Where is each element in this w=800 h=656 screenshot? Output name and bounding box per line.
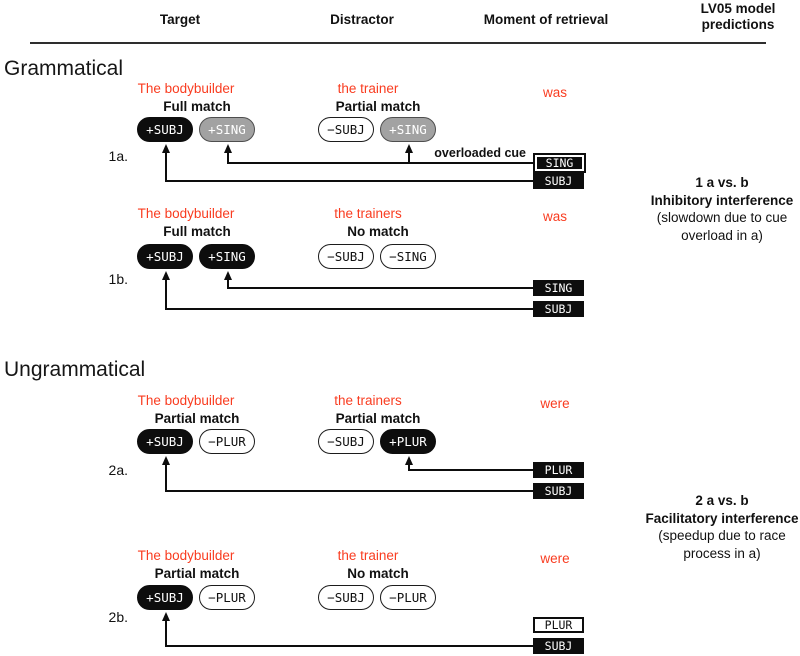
feature-pill-plur: −PLUR	[199, 585, 255, 610]
prediction-detail: overload in a)	[681, 227, 763, 243]
retrieval-cue-box-subj: SUBJ	[533, 483, 584, 499]
arrow-up-icon	[223, 144, 232, 153]
retrieval-cue-box-subj: SUBJ	[533, 638, 584, 654]
feature-pill-subj: +SUBJ	[137, 244, 193, 269]
connector-line-sing-vertical	[227, 151, 229, 164]
header-rule	[30, 42, 766, 44]
feature-pill-sing: +SING	[380, 117, 436, 142]
distractor-match-label: No match	[347, 566, 409, 581]
target-np: The bodybuilder	[137, 393, 235, 408]
row-id-label: 1a.	[108, 148, 128, 164]
distractor-np: the trainers	[334, 393, 402, 408]
feature-pill-subj: −SUBJ	[318, 429, 374, 454]
distractor-np: the trainer	[337, 81, 399, 96]
connector-line-plur	[410, 469, 533, 471]
target-match-label: Partial match	[154, 566, 240, 581]
connector-line-subj-vertical	[165, 151, 167, 182]
connector-line-subj-vertical	[165, 463, 167, 492]
connector-line-subj	[166, 490, 533, 492]
header-target: Target	[159, 12, 201, 27]
arrow-up-icon	[404, 144, 413, 153]
distractor-np: the trainers	[334, 206, 402, 221]
distractor-np: the trainer	[337, 548, 399, 563]
arrow-up-icon	[223, 271, 232, 280]
feature-pill-subj: +SUBJ	[137, 585, 193, 610]
arrow-up-icon	[161, 271, 170, 280]
header-predictions-line2: predictions	[701, 16, 775, 32]
target-match-label: Full match	[163, 99, 231, 114]
section-grammatical: Grammatical	[4, 57, 124, 80]
connector-line-sing-vertical	[227, 278, 229, 289]
prediction-effect: Inhibitory interference	[650, 192, 794, 208]
prediction-block-1: 1 a vs. b Inhibitory interference (slowd…	[617, 174, 800, 244]
retrieval-word: were	[540, 396, 570, 411]
feature-pill-subj: +SUBJ	[137, 429, 193, 454]
feature-pill-subj: −SUBJ	[318, 244, 374, 269]
feature-pill-subj: −SUBJ	[318, 585, 374, 610]
connector-line-sing-distractor-vertical	[408, 151, 410, 164]
prediction-title: 2 a vs. b	[695, 493, 749, 508]
row-id-label: 2b.	[108, 609, 128, 625]
row-id-label: 2a.	[108, 462, 128, 478]
arrow-up-icon	[161, 456, 170, 465]
connector-line-subj-vertical	[165, 278, 167, 310]
header-predictions: LV05 model predictions	[677, 1, 799, 32]
distractor-match-label: No match	[347, 224, 409, 239]
row-id-label: 1b.	[108, 271, 128, 287]
retrieval-word: was	[542, 209, 567, 224]
retrieval-word: was	[542, 85, 567, 100]
feature-pill-subj: +SUBJ	[137, 117, 193, 142]
retrieval-word: were	[540, 551, 570, 566]
arrow-up-icon	[404, 456, 413, 465]
prediction-detail: (speedup due to race	[658, 528, 786, 543]
feature-pill-sing: +SING	[199, 117, 255, 142]
feature-pill-plur: −PLUR	[199, 429, 255, 454]
target-np: The bodybuilder	[137, 206, 235, 221]
header-retrieval: Moment of retrieval	[483, 12, 609, 27]
section-ungrammatical: Ungrammatical	[4, 358, 146, 381]
retrieval-cue-box-subj: SUBJ	[533, 173, 584, 189]
target-match-label: Full match	[163, 224, 231, 239]
arrow-up-icon	[161, 144, 170, 153]
connector-line-subj	[166, 308, 533, 310]
prediction-detail: process in a)	[683, 545, 761, 561]
feature-pill-subj: −SUBJ	[318, 117, 374, 142]
connector-line-subj	[166, 180, 533, 182]
feature-pill-sing: −SING	[380, 244, 436, 269]
retrieval-cue-box-plur: PLUR	[533, 617, 584, 633]
feature-pill-plur: +PLUR	[380, 429, 436, 454]
target-np: The bodybuilder	[137, 81, 235, 96]
distractor-match-label: Partial match	[335, 411, 421, 426]
target-np: The bodybuilder	[137, 548, 235, 563]
prediction-effect: Facilitatory interference	[645, 510, 799, 526]
connector-line-subj	[166, 645, 533, 647]
connector-line-plur-vertical	[408, 463, 410, 471]
overloaded-cue-label: overloaded cue	[434, 146, 526, 160]
feature-pill-plur: −PLUR	[380, 585, 436, 610]
connector-line-sing	[228, 162, 533, 164]
header-predictions-line1: LV05 model	[700, 1, 776, 16]
connector-line-subj-vertical	[165, 619, 167, 647]
prediction-detail: (slowdown due to cue	[656, 210, 788, 225]
distractor-match-label: Partial match	[335, 99, 421, 114]
prediction-title: 1 a vs. b	[695, 175, 749, 190]
retrieval-cue-box-sing: SING	[533, 153, 586, 173]
prediction-block-2: 2 a vs. b Facilitatory interference (spe…	[617, 492, 800, 562]
retrieval-cue-box-subj: SUBJ	[533, 301, 584, 317]
target-match-label: Partial match	[154, 411, 240, 426]
arrow-up-icon	[161, 612, 170, 621]
connector-line-sing	[228, 287, 533, 289]
retrieval-cue-box-plur: PLUR	[533, 462, 584, 478]
feature-pill-sing: +SING	[199, 244, 255, 269]
header-distractor: Distractor	[330, 12, 394, 27]
retrieval-cue-box-sing: SING	[533, 280, 584, 296]
